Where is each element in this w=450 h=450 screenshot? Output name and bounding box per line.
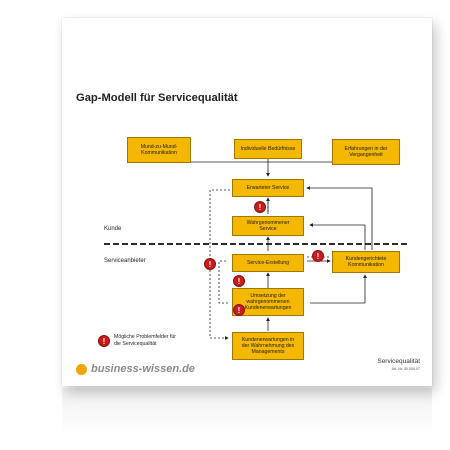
box-wahrgenommener-service: Wahrgenommener Service [232,216,304,236]
document-number: Art.-Nr. 30.009.07 [391,367,420,371]
box-erfahrungen: Erfahrungen in der Vergangenheit [332,139,400,165]
brand-name: business-wissen.de [91,363,195,375]
box-mundpropaganda: Mund-zu-Mund- Kommunikation [127,137,191,163]
page-reflection [62,388,432,436]
box-umsetzung: Umsetzung der wahrgenommenen Kundenerwar… [232,288,304,316]
brand-logo: business-wissen.de [76,363,195,375]
connector-kommunikation-wahrgenommen [309,223,366,250]
warning-icon-umsetzung: ! [233,275,245,287]
warning-icon-kommunikation: ! [312,250,324,262]
warning-icon-wahrnehmung: ! [254,201,266,213]
label-kunde: Kunde [104,226,122,232]
legend-warning-icon: ! [98,335,110,347]
connector-management-kommunikation [310,274,367,304]
connector-kommunikation-erwartet [306,186,373,250]
gap-line-umsetzung-erstellung [218,260,228,304]
page-title: Gap-Modell für Servicequalität [76,92,238,104]
box-service-erstellung: Service-Erstellung [232,254,304,272]
warning-icon-erstellung: ! [233,304,245,316]
box-erwarteter-service: Erwarteter Service [232,179,304,197]
brand-dot-icon [76,363,87,375]
document-page: Gap-Modell für Servicequalität [62,18,432,386]
box-management: Kundenerwartungen in der Wahrnehmung des… [232,332,304,360]
warning-icon-management: ! [204,258,216,270]
box-beduerfnisse: Individuelle Bedürfnisse [234,139,302,159]
label-serviceanbieter: Serviceanbieter [104,258,146,264]
box-kundengerichtete-kommunikation: Kundengerichtete Kommunikation [332,251,400,273]
legend-text: Mögliche Problemfelder für die Servicequ… [114,334,176,347]
connector-lines [104,151,410,340]
document-title: Servicequalität [377,358,420,365]
